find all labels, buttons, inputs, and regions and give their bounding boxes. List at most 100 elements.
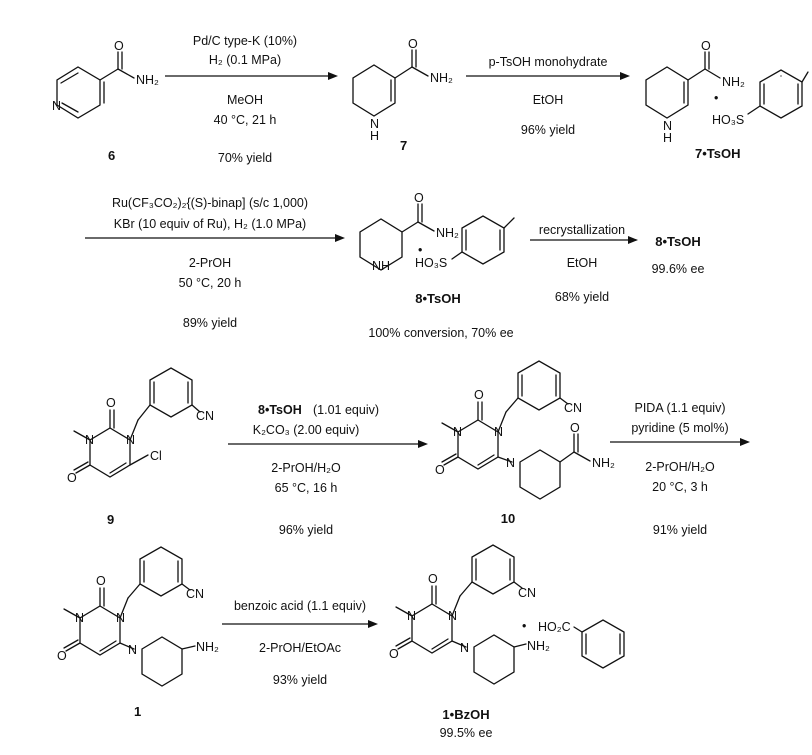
compound-6-label: 6	[108, 148, 115, 163]
step5-reagent2: K₂CO₃ (2.00 equiv)	[253, 423, 360, 437]
step6-yield: 91% yield	[653, 523, 707, 537]
compound-9-label: 9	[107, 512, 114, 527]
atom-nh2: NH₂	[592, 456, 615, 470]
step3-conditions: 50 °C, 20 h	[179, 276, 242, 290]
step5-solvent: 2-PrOH/H₂O	[271, 461, 341, 475]
atom-o: O	[474, 388, 484, 402]
step4-reagent1: recrystallization	[539, 223, 625, 237]
step1-reagent2: H₂ (0.1 MPa)	[209, 53, 281, 67]
step5-reagent1-bold: 8•TsOH	[258, 403, 302, 417]
atom-n: N	[494, 425, 503, 439]
step2-yield: 96% yield	[521, 123, 575, 137]
atom-cn: CN	[196, 409, 214, 423]
atom-o: O	[57, 649, 67, 663]
atom-o: O	[389, 647, 399, 661]
compound-10-label: 10	[501, 511, 515, 526]
step5-reagent1-label: 8•TsOH	[258, 403, 302, 417]
compound-1-structure: O N N O N NH₂ CN	[57, 546, 219, 687]
atom-nh: NH	[372, 259, 390, 273]
atom-n: N	[370, 117, 379, 131]
atom-n: N	[453, 425, 462, 439]
compound-7-tsoh-label: 7•TsOH	[695, 146, 741, 161]
atom-n: N	[407, 609, 416, 623]
step3-catalyst: Ru(CF₃CO₂)₂{(S)-binap] (s/c 1,000)	[112, 196, 308, 210]
compound-7-label: 7	[400, 138, 407, 153]
step7-yield: 93% yield	[273, 673, 327, 687]
atom-cn: CN	[564, 401, 582, 415]
step2-reagent1: p-TsOH monohydrate	[489, 55, 608, 69]
atom-o: O	[428, 572, 438, 586]
step2-solvent: EtOH	[533, 93, 564, 107]
atom-h: H	[663, 131, 672, 145]
step1-yield: 70% yield	[218, 151, 272, 165]
step7-solvent: 2-PrOH/EtOAc	[259, 641, 341, 655]
step5-conditions: 65 °C, 16 h	[275, 481, 338, 495]
salt-dot: •	[522, 619, 526, 633]
atom-o: O	[701, 39, 711, 53]
atom-nh2: NH₂	[196, 640, 219, 654]
atom-ho2c: HO₂C	[538, 620, 571, 634]
product-8-tsoh-label: 8•TsOH	[655, 234, 701, 249]
product-8-ee: 99.6% ee	[652, 262, 705, 276]
atom-n: N	[448, 609, 457, 623]
atom-o: O	[570, 421, 580, 435]
step5-reagent1-amount: (1.01 equiv)	[313, 403, 379, 417]
compound-1-bzoh-label: 1•BzOH	[442, 707, 489, 722]
compound-10-structure: O N N O N O NH₂ CN	[435, 360, 615, 500]
atom-nh2: NH₂	[527, 639, 550, 653]
atom-o: O	[414, 191, 424, 205]
compound-9-structure: O N N O Cl CN	[67, 367, 214, 485]
atom-n: N	[52, 99, 61, 113]
atom-o: O	[96, 574, 106, 588]
step1-solvent: MeOH	[227, 93, 263, 107]
step3-solvent: 2-PrOH	[189, 256, 231, 270]
step6-reagent1: PIDA (1.1 equiv)	[634, 401, 725, 415]
atom-n: N	[75, 611, 84, 625]
atom-o: O	[435, 463, 445, 477]
atom-n: N	[116, 611, 125, 625]
atom-o: O	[114, 39, 124, 53]
atom-ho3s: HO₃S	[415, 256, 447, 270]
atom-n: N	[126, 433, 135, 447]
pyridine-ring	[56, 66, 101, 119]
compound-7-tsoh-structure: O NH₂ N H • HO₃S	[645, 39, 809, 145]
compound-1-bzoh-structure: O N N O N NH₂ CN • HO₂C	[389, 544, 625, 685]
atom-o: O	[67, 471, 77, 485]
uracil-ring	[89, 427, 131, 478]
step7-reagent1: benzoic acid (1.1 equiv)	[234, 599, 366, 613]
atom-nh2: NH₂	[430, 71, 453, 85]
atom-n: N	[460, 641, 469, 655]
step1-conditions: 40 °C, 21 h	[214, 113, 277, 127]
atom-nh2: NH₂	[436, 226, 459, 240]
piperidine-ring	[519, 449, 561, 500]
compound-6-structure: O NH₂ N	[52, 39, 159, 119]
atom-n: N	[128, 643, 137, 657]
compound-8-tsoh-label: 8•TsOH	[415, 291, 461, 306]
step5-yield: 96% yield	[279, 523, 333, 537]
step4-solvent: EtOH	[567, 256, 598, 270]
salt-dot: •	[418, 243, 422, 257]
product-1-ee: 99.5% ee	[440, 726, 493, 740]
step1-reagent1: Pd/C type-K (10%)	[193, 34, 297, 48]
atom-nh2: NH₂	[722, 75, 745, 89]
step6-conditions: 20 °C, 3 h	[652, 480, 708, 494]
step6-reagent2: pyridine (5 mol%)	[631, 421, 728, 435]
atom-n: N	[506, 456, 515, 470]
step6-solvent: 2-PrOH/H₂O	[645, 460, 715, 474]
compound-7-structure: O NH₂ N H	[352, 37, 453, 143]
atom-ho3s: HO₃S	[712, 113, 744, 127]
compound-1-label: 1	[134, 704, 141, 719]
atom-cn: CN	[186, 587, 204, 601]
atom-nh2: NH₂	[136, 73, 159, 87]
salt-dot: •	[714, 91, 718, 105]
step3-additive: KBr (10 equiv of Ru), H₂ (1.0 MPa)	[114, 217, 306, 231]
tetrahydropyridine-ring	[352, 64, 396, 117]
atom-cl: Cl	[150, 449, 162, 463]
compound-8-tsoh-structure: O NH₂ NH • HO₃S	[359, 191, 515, 273]
atom-o: O	[106, 396, 116, 410]
atom-n: N	[663, 119, 672, 133]
atom-o: O	[408, 37, 418, 51]
atom-n: N	[85, 433, 94, 447]
step4-yield: 68% yield	[555, 290, 609, 304]
